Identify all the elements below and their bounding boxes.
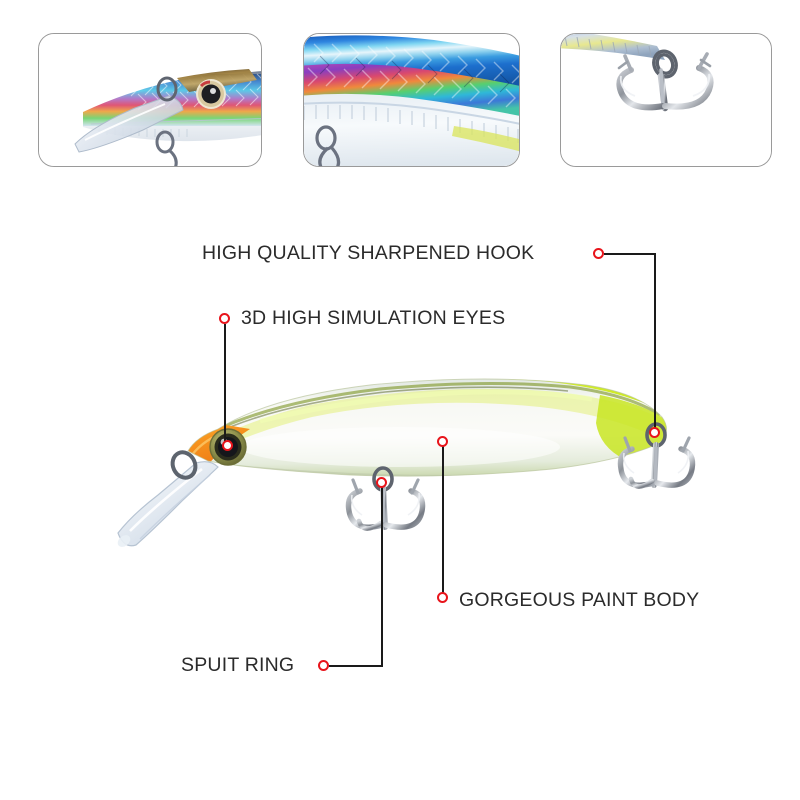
thumbnail-panel-holographic-body[interactable] xyxy=(303,33,520,167)
thumbnail-panel-head-lip[interactable] xyxy=(38,33,262,167)
marker-paint-body-anchor[interactable] xyxy=(437,436,448,447)
thumbnail-head-lip-image xyxy=(39,34,261,166)
marker-gorgeous-paint-body[interactable] xyxy=(437,592,448,603)
main-lure-illustration xyxy=(100,355,700,605)
leader-line-eyes-vertical xyxy=(224,324,226,446)
marker-tail-hook-anchor[interactable] xyxy=(649,427,660,438)
diving-lip-shape xyxy=(117,461,219,547)
thumbnail-holographic-body-image xyxy=(304,34,519,166)
leader-line-spuit-ring-horizontal xyxy=(329,665,383,667)
marker-high-quality-sharpened-hook[interactable] xyxy=(593,248,604,259)
marker-3d-high-simulation-eyes[interactable] xyxy=(219,313,230,324)
leader-line-hook-horizontal xyxy=(604,253,656,255)
leader-line-paint-body-vertical xyxy=(442,441,444,597)
thumbnail-treble-hook-image xyxy=(561,34,771,166)
callout-label-high-quality-sharpened-hook: HIGH QUALITY SHARPENED HOOK xyxy=(202,242,535,264)
leader-line-spuit-ring-vertical xyxy=(381,482,383,667)
leader-line-hook-vertical xyxy=(654,253,656,433)
marker-spuit-ring-anchor[interactable] xyxy=(376,477,387,488)
callout-label-spuit-ring: SPUIT RING xyxy=(181,654,295,676)
lure-body-shape xyxy=(187,378,667,477)
tail-treble-hook xyxy=(617,422,696,489)
marker-spuit-ring[interactable] xyxy=(318,660,329,671)
callout-label-3d-high-simulation-eyes: 3D HIGH SIMULATION EYES xyxy=(241,307,506,329)
marker-eye-anchor[interactable] xyxy=(222,440,233,451)
line-tie-ring xyxy=(170,450,198,480)
belly-treble-hook xyxy=(345,466,426,531)
thumbnail-panel-treble-hook[interactable] xyxy=(560,33,772,167)
callout-label-gorgeous-paint-body: GORGEOUS PAINT BODY xyxy=(459,589,700,611)
